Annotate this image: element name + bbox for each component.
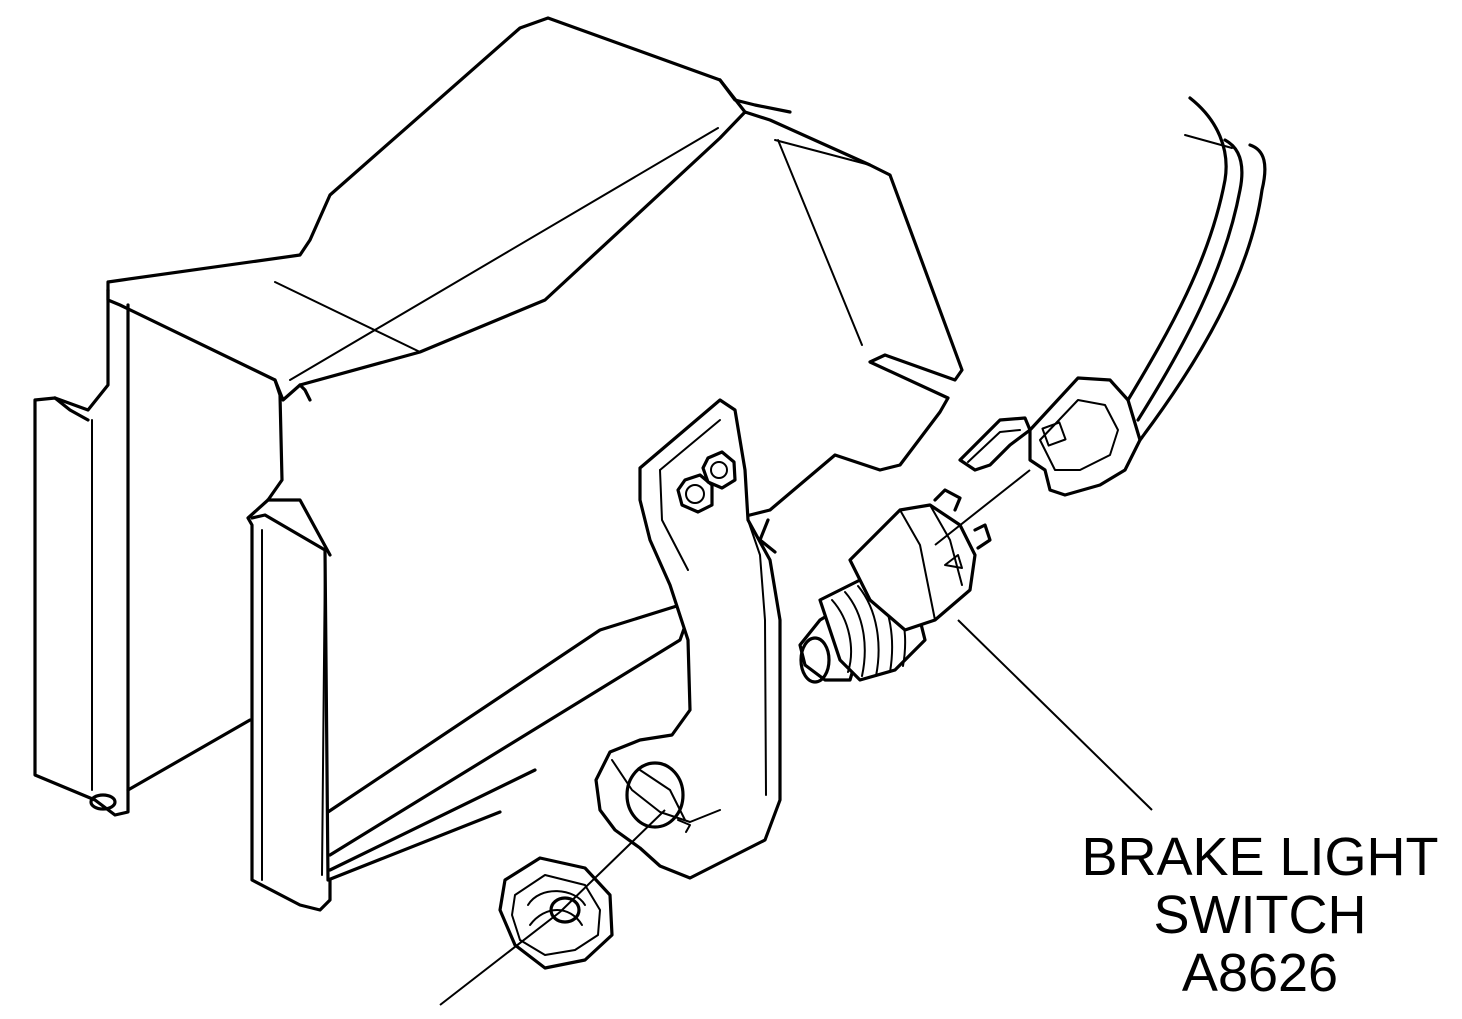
pivot-bushing-nut <box>498 856 614 970</box>
callout-part-number: A8626 <box>1181 943 1339 1003</box>
connector-to-switch-line <box>934 469 1031 546</box>
switch-leader-line <box>957 619 1153 811</box>
wiring-connector <box>958 376 1142 497</box>
wiring-harness <box>1126 96 1267 442</box>
nut-to-pivot-line <box>559 809 666 913</box>
callout-line-2: SWITCH <box>1153 885 1367 945</box>
leader-lines <box>439 469 1153 1006</box>
brake-pedal-arm <box>594 398 782 880</box>
switch-callout-label: BRAKE LIGHT SWITCH A8626 <box>1040 828 1462 1002</box>
lower-leader-line <box>439 911 561 1006</box>
callout-line-1: BRAKE LIGHT <box>1081 827 1439 887</box>
brake-light-switch <box>798 488 992 684</box>
pedal-support-bracket <box>33 16 964 912</box>
